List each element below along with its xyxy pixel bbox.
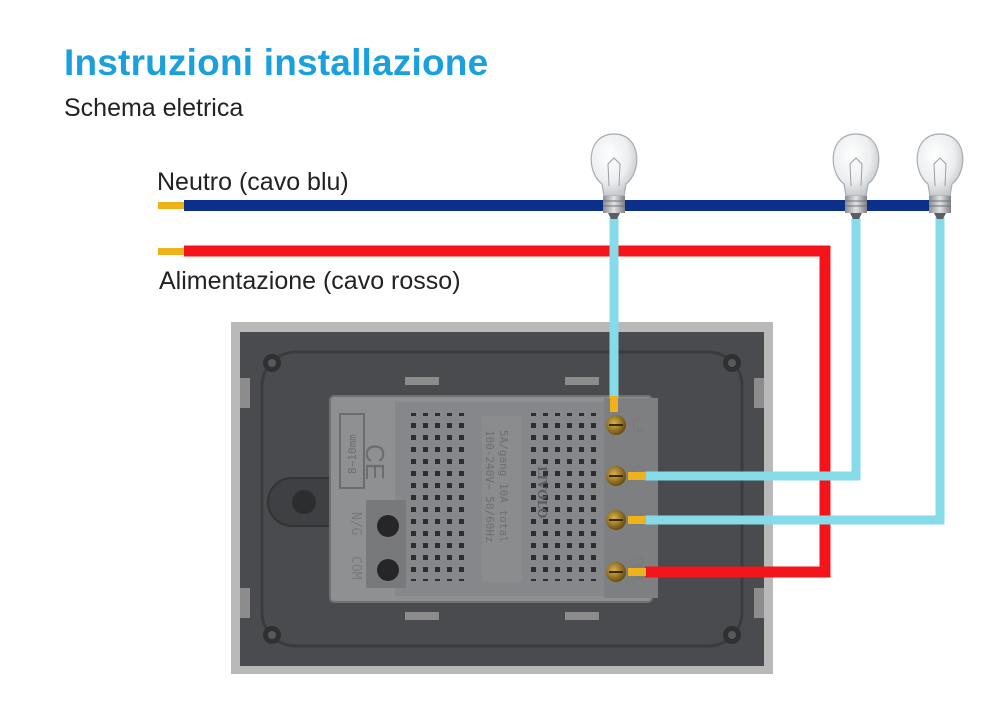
terminal-screws (606, 415, 626, 582)
power-wire-label: Alimentazione (cavo rosso) (159, 267, 461, 295)
neutral-wire-label: Neutro (cavo blu) (157, 168, 349, 196)
neutral-wire (158, 200, 940, 211)
spec-line-2: 5A/gang 10A total (497, 430, 510, 543)
side-terminal-screw (377, 515, 399, 537)
light-bulb-icon (590, 133, 638, 219)
brand-logo: LIVOLO (535, 466, 549, 519)
wall-plate (231, 322, 773, 674)
load-wire-l2 (645, 218, 861, 481)
spec-line-1: 100-240V~ 50/60Hz (483, 430, 496, 543)
side-terminal-label-com: COM (348, 556, 363, 580)
load-wires (609, 218, 945, 525)
terminal-label-com: COM (629, 556, 644, 580)
power-wire (158, 245, 831, 578)
load-wire-l1 (645, 218, 945, 525)
wire-tips (610, 396, 646, 576)
strip-gauge-label: 8~10mm (346, 434, 359, 474)
ce-mark: CE (360, 444, 390, 480)
terminal-label-l3: L3 (629, 418, 644, 434)
light-bulb-icon (916, 133, 964, 219)
page-title: Instruzioni installazione (64, 42, 489, 83)
vent-grid-left (408, 413, 470, 581)
side-terminal-screw (377, 559, 399, 581)
page-subtitle: Schema eletrica (64, 94, 244, 122)
vent-grid-right (528, 413, 600, 581)
side-terminal-label-ng: N/G (348, 512, 363, 536)
light-bulb-icon (832, 133, 880, 219)
